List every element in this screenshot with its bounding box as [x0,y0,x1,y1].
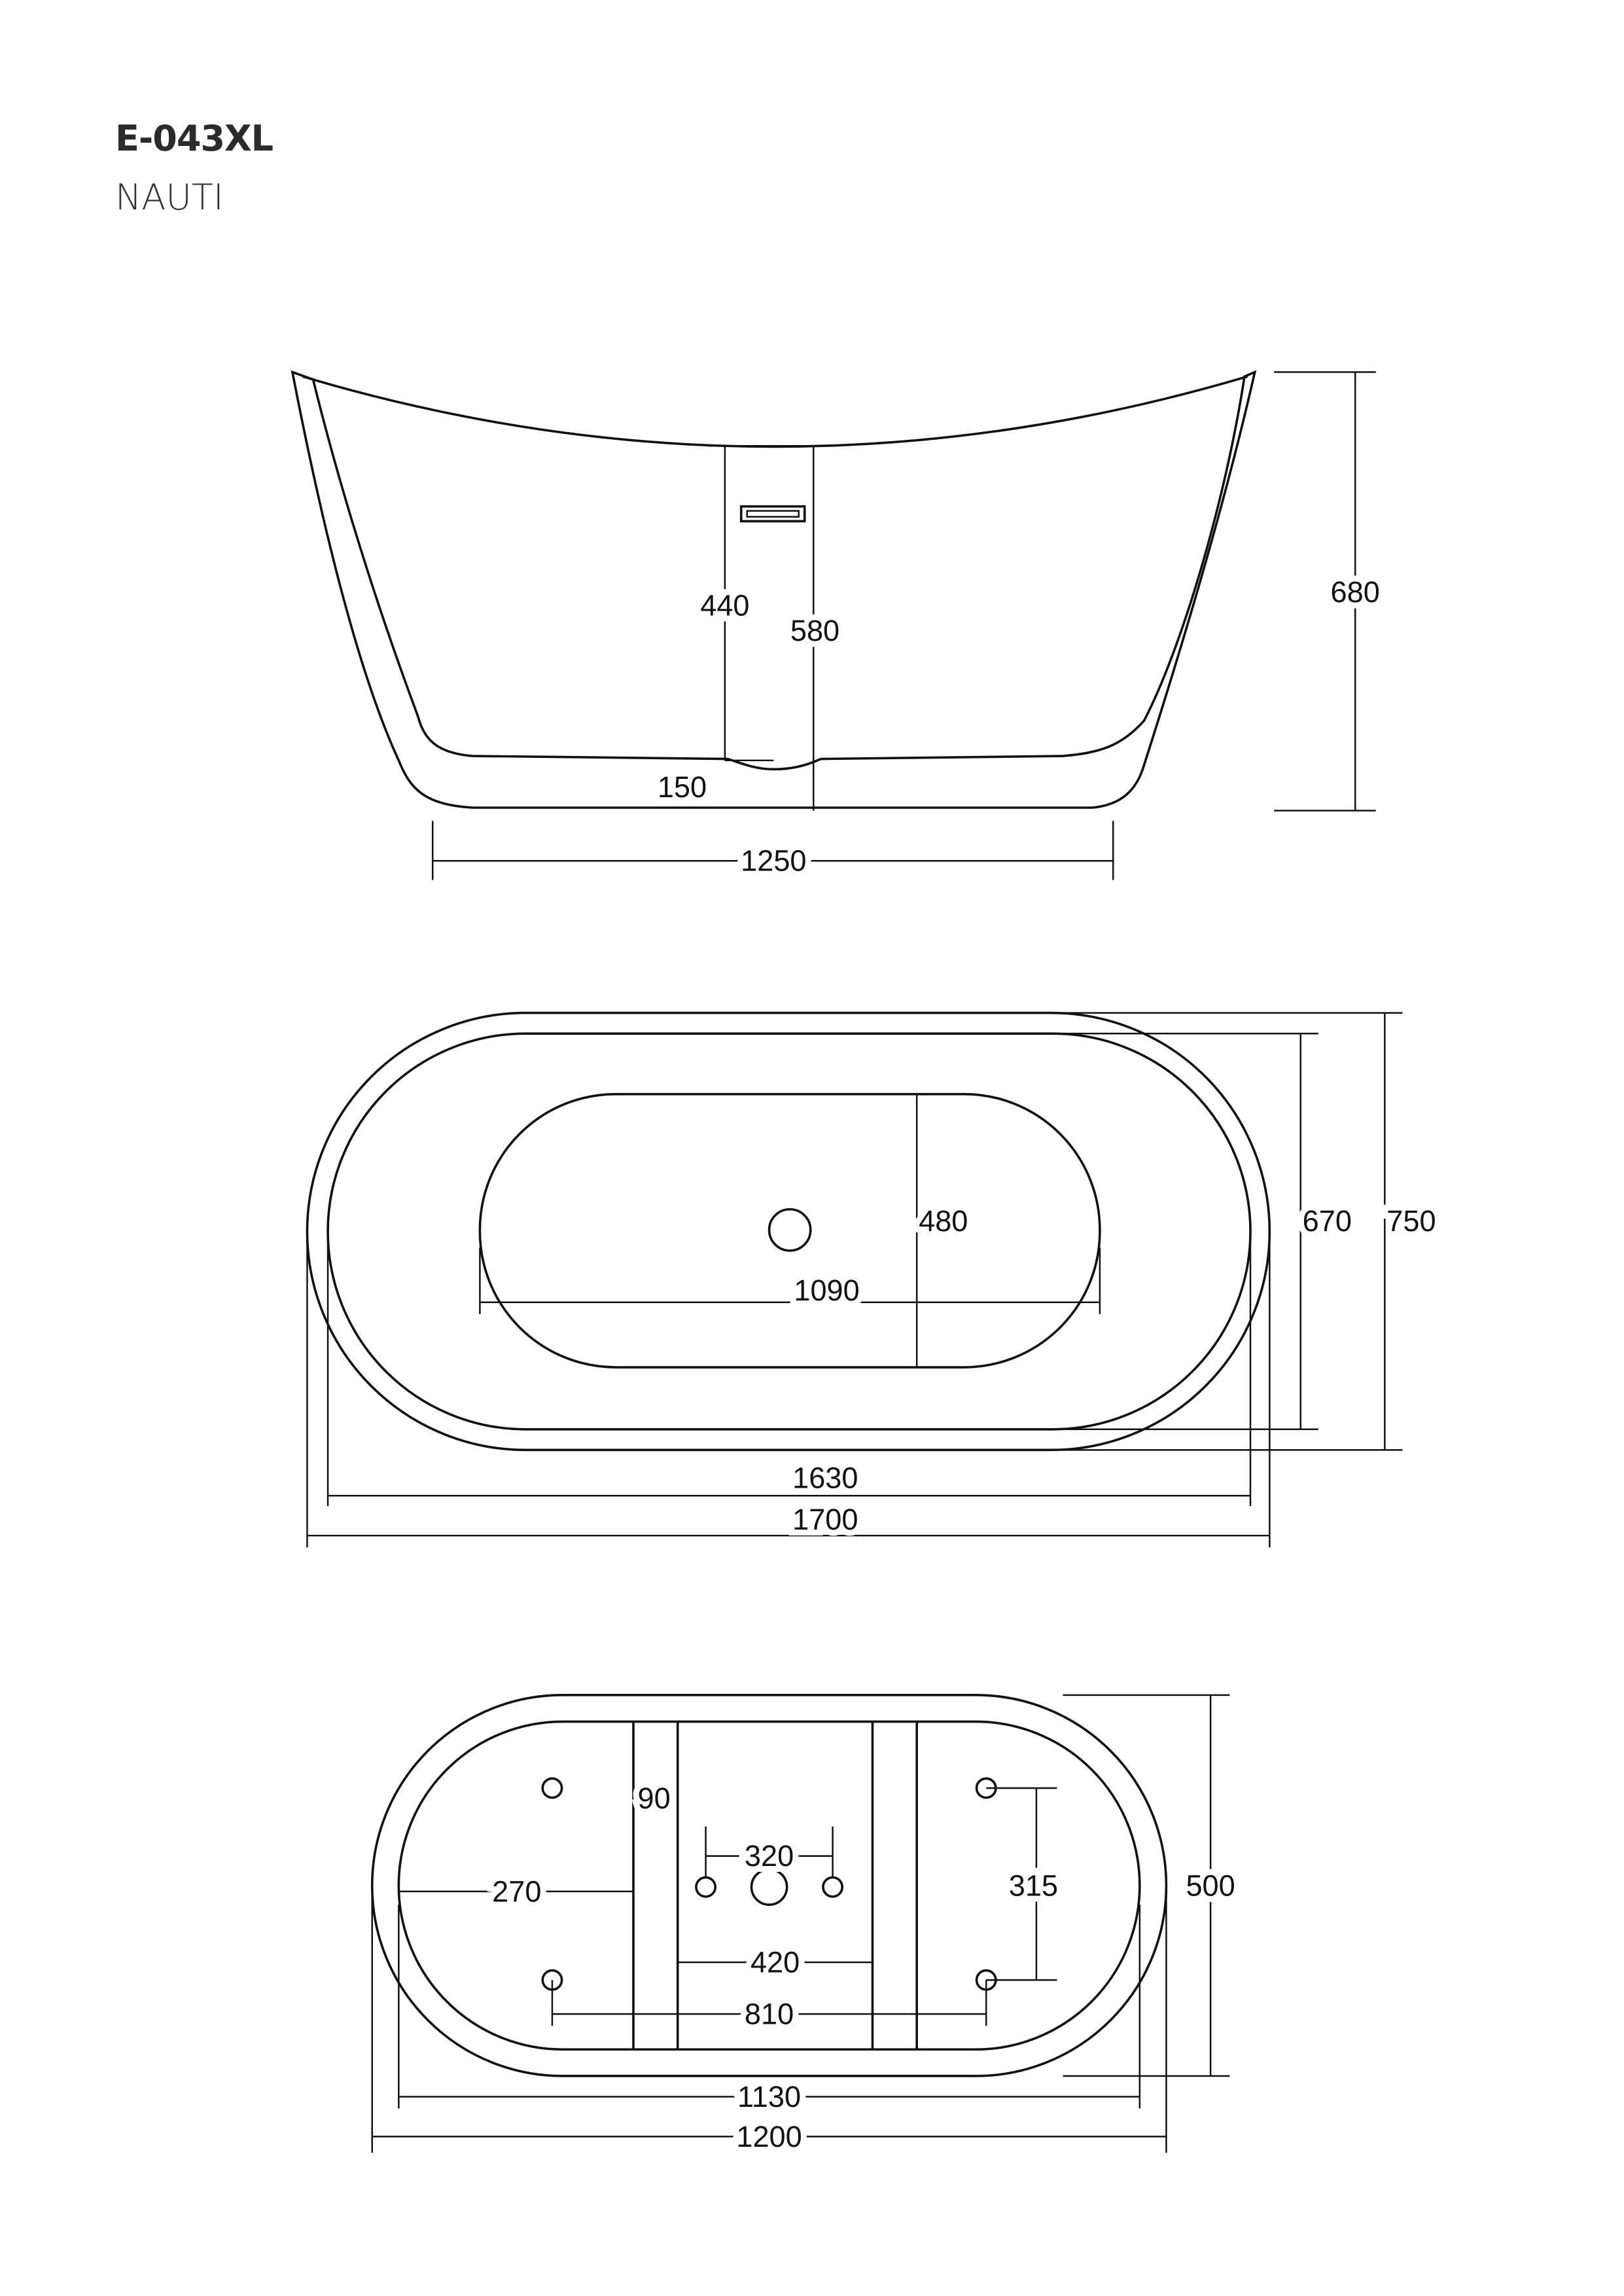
tub-rim [302,375,1248,448]
drain-icon [768,1208,812,1252]
leveler-foot-icon [695,1876,717,1898]
dim-label-1090: 1090 [794,1274,859,1307]
dim-label-1250: 1250 [741,844,806,878]
dim-label-1200: 1200 [736,2120,802,2153]
leveler-foot-icon [541,1777,563,1799]
tub-outer-outline [306,1011,1271,1452]
dim-label-500: 500 [1186,1869,1235,1902]
dim-label-315: 315 [1009,1869,1058,1902]
dim-label-1700: 1700 [792,1503,858,1536]
dim-label-750: 750 [1386,1204,1436,1238]
overflow-icon [739,505,806,523]
dim-label-420: 420 [750,1946,800,1979]
dim-label-810: 810 [745,1998,794,2031]
base-inner-outline [397,1720,1141,2051]
tub-inner-outline [327,1032,1252,1431]
dim-label-150: 150 [658,770,707,804]
waste-outlet-icon [750,1868,788,1906]
dim-label-1630: 1630 [792,1462,858,1495]
model-name: NAUTI [115,177,224,218]
dim-label-440: 440 [700,588,749,622]
base-outer-outline [370,1694,1168,2077]
dim-label-680: 680 [1331,575,1380,609]
dim-label-480: 480 [919,1204,968,1238]
dim-label-90: 90 [638,1782,671,1815]
leveler-foot-icon [822,1876,844,1898]
dim-label-270: 270 [492,1874,541,1908]
basin-outline [478,1092,1101,1369]
side-view: 440 580 150 680 1250 [291,370,1386,884]
dim-label-320: 320 [745,1839,794,1873]
dim-label-1130: 1130 [737,2080,801,2113]
model-code: E-043XL [115,118,274,159]
bottom-view: 90 270 320 315 420 810 500 1130 [370,1694,1241,2159]
top-view: 480 1090 670 750 1630 1700 [306,1011,1442,1548]
tub-outer-profile [291,370,1257,809]
overflow-slot [746,510,800,518]
dim-label-580: 580 [790,614,839,647]
dim-label-670: 670 [1303,1204,1352,1238]
